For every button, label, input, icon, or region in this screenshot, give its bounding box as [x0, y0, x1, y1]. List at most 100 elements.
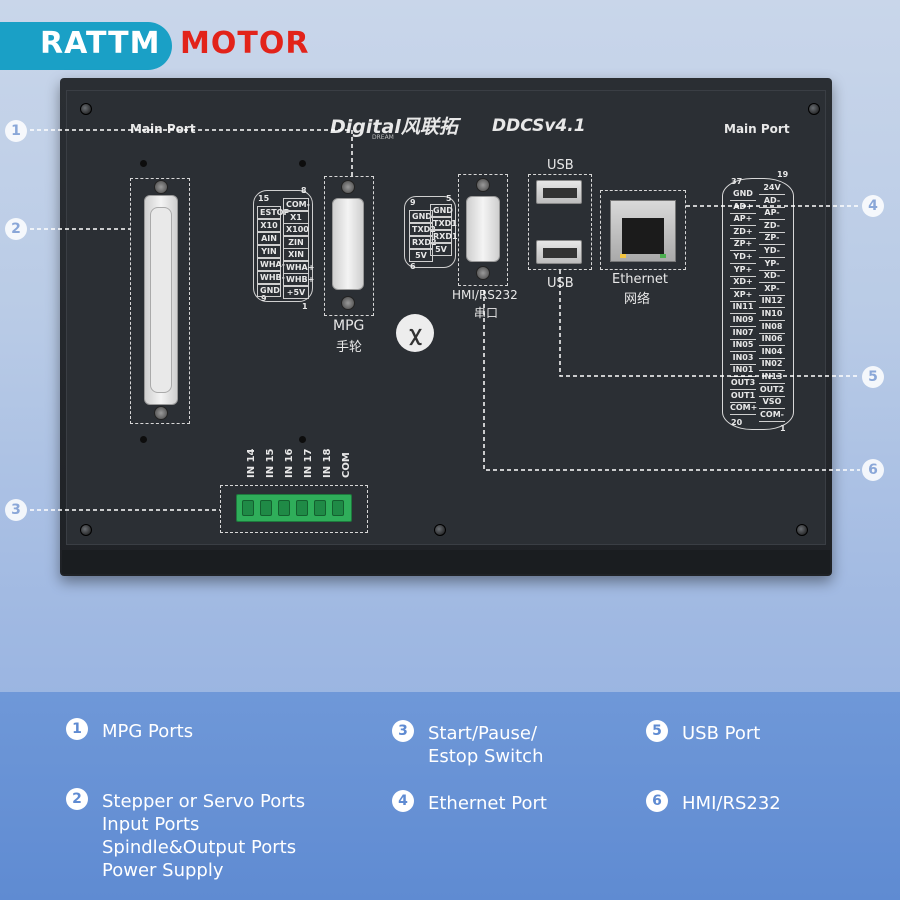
- standoff-icon: [154, 406, 168, 420]
- mpg-pinout-outline: [253, 190, 313, 302]
- pin-label: 5V: [430, 243, 452, 256]
- device-brand: Digital风联拓: [330, 116, 458, 138]
- callout-badge-6: 6: [862, 459, 884, 481]
- main-pin-label: IN11: [730, 301, 756, 315]
- callout-line-6: [483, 290, 860, 471]
- main-pin-label: ZD-: [759, 220, 785, 233]
- mount-hole: [299, 436, 306, 443]
- controller-panel: [66, 90, 826, 545]
- main-pin-label: IN02: [759, 358, 785, 372]
- screw-icon: [80, 103, 92, 115]
- pin-label: ESTOP: [257, 206, 289, 219]
- callout-line-1: [30, 129, 353, 176]
- main-pin-label: IN10: [759, 308, 785, 321]
- main-pin-label: OUT3: [730, 377, 756, 390]
- main-pin-label: IN03: [730, 352, 756, 365]
- hmi-pin-num: 5: [446, 194, 452, 203]
- main-port-left-highlight: [130, 178, 190, 424]
- main-port-label-left: Main Port: [130, 122, 196, 136]
- pin-label: GND: [257, 284, 281, 297]
- logo-rattm-text: RATTM: [40, 26, 161, 61]
- mount-hole: [299, 160, 306, 167]
- legend-text: Stepper or Servo Ports: [102, 791, 306, 812]
- hmi-label-cn: 串口: [474, 306, 499, 320]
- terminal-highlight: [220, 485, 368, 533]
- main-pin-label: VSO: [759, 396, 785, 410]
- main-pin-num: 20: [731, 418, 743, 427]
- usb-label-top: USB: [547, 158, 574, 173]
- legend-badge: 1: [66, 718, 88, 740]
- terminal-screw-icon: [278, 500, 290, 516]
- main-pin-num: 37: [731, 177, 743, 186]
- legend-text: HMI/RS232: [682, 793, 781, 814]
- main-pin-label: AD-: [759, 195, 785, 208]
- main-pin-label: IN05: [730, 339, 756, 353]
- legend-badge: 4: [392, 790, 414, 812]
- callout-badge-4: 4: [862, 195, 884, 217]
- pin-label: TXD1: [430, 217, 457, 230]
- legend-text: USB Port: [682, 723, 761, 744]
- pin-label: RXD1: [430, 230, 458, 243]
- ethernet-label-cn: 网络: [624, 292, 651, 307]
- standoff-icon: [341, 180, 355, 194]
- pin-label: WHA-: [257, 258, 285, 271]
- screw-icon: [796, 524, 808, 536]
- main-pin-label: COM+: [730, 402, 757, 416]
- brand-logo-icon: ꭓ: [396, 314, 434, 352]
- main-pin-num: 19: [777, 170, 789, 179]
- callout-badge-5: 5: [862, 366, 884, 388]
- pin-label: GND: [430, 204, 453, 217]
- usb-port-bottom: [536, 240, 582, 264]
- ethernet-label: Ethernet: [612, 272, 668, 287]
- legend-text: Spindle&Output Ports: [102, 837, 297, 858]
- hmi-pin-num: 6: [410, 262, 416, 271]
- standoff-icon: [476, 266, 490, 280]
- usb-port-highlight: [528, 174, 592, 270]
- terminal-screw-icon: [242, 500, 254, 516]
- terminal-block: [236, 494, 352, 522]
- usb-port-top: [536, 180, 582, 204]
- hmi-label: HMI/RS232: [452, 288, 518, 302]
- standoff-icon: [476, 178, 490, 192]
- main-pin-label: IN12: [759, 295, 785, 309]
- main-pin-label: XD-: [759, 270, 785, 284]
- mpg-pin-num: 9: [261, 294, 267, 303]
- hmi-pin-num: 9: [410, 198, 416, 207]
- mpg-label: MPG: [333, 318, 365, 334]
- legend-badge: 6: [646, 790, 668, 812]
- screw-icon: [434, 524, 446, 536]
- pin-label: YIN: [257, 245, 281, 258]
- legend-badge: 5: [646, 720, 668, 742]
- legend-text: Estop Switch: [428, 746, 544, 767]
- pin-label: X10: [257, 219, 281, 232]
- legend-text: Input Ports: [102, 814, 200, 835]
- mpg-db15-connector: [332, 198, 364, 290]
- terminal-screw-icon: [314, 500, 326, 516]
- legend-text: Ethernet Port: [428, 793, 547, 814]
- callout-line-5: [559, 270, 860, 377]
- ethernet-led-icon: [620, 254, 626, 258]
- screw-icon: [80, 524, 92, 536]
- main-pin-label: XD+: [730, 276, 756, 290]
- pin-label: +5V: [283, 285, 309, 299]
- ethernet-led-icon: [660, 254, 666, 258]
- callout-badge-3: 3: [5, 499, 27, 521]
- db37-connector-left-face: [150, 207, 172, 393]
- logo-motor-text: MOTOR: [180, 26, 310, 61]
- main-pin-label: YP+: [730, 264, 756, 277]
- terminal-screw-icon: [296, 500, 308, 516]
- main-pin-label: IN06: [759, 333, 785, 347]
- mount-hole: [140, 436, 147, 443]
- standoff-icon: [341, 296, 355, 310]
- main-pin-label: IN01: [730, 364, 756, 378]
- legend-panel: [0, 692, 900, 900]
- mpg-pin-num: 8: [301, 186, 307, 195]
- main-pin-label: IN08: [759, 321, 785, 334]
- usb-label-bottom: USB: [547, 276, 574, 291]
- screw-icon: [808, 103, 820, 115]
- legend-text: MPG Ports: [102, 721, 194, 742]
- main-pin-label: IN04: [759, 346, 785, 359]
- legend-text: Power Supply: [102, 860, 224, 881]
- main-pin-label: GND: [730, 188, 756, 201]
